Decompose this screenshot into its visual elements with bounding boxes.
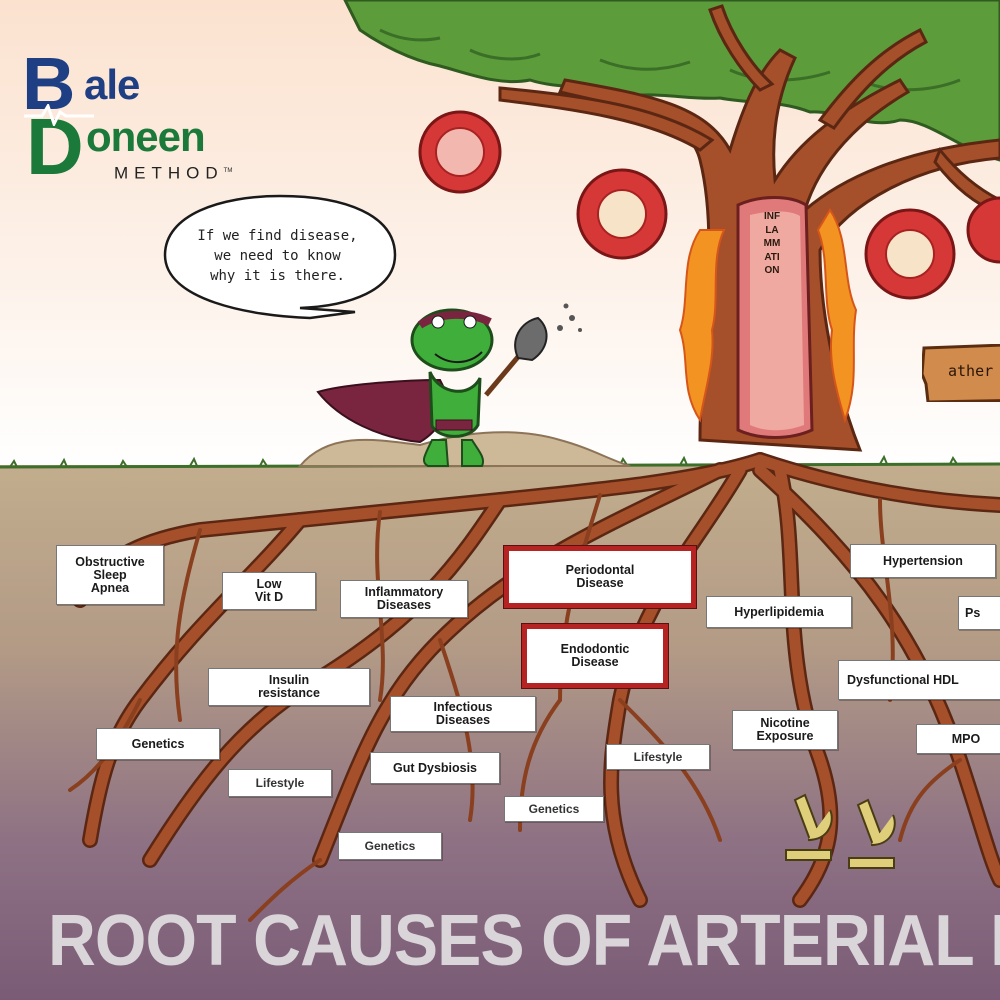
frog-character [316, 303, 582, 467]
label-genetics-3: Genetics [338, 832, 442, 860]
label-hypertension: Hypertension [850, 544, 996, 578]
logo-oneen: oneen [86, 113, 206, 160]
speech-bubble-text: If we find disease, we need to know why … [197, 228, 358, 284]
blood-cells [418, 110, 1000, 300]
tree-canopy [343, 0, 1000, 162]
label-obstructive-sleep-apnea: Obstructive Sleep Apnea [56, 545, 164, 605]
wooden-sign [922, 344, 1000, 402]
label-ps: Ps [958, 596, 1000, 630]
logo-tagline: METHOD [114, 163, 224, 183]
label-nicotine-exposure: Nicotine Exposure [732, 710, 838, 750]
label-dysfunctional-hdl: Dysfunctional HDL [838, 660, 1000, 700]
label-gut-dysbiosis: Gut Dysbiosis [370, 752, 500, 784]
inflammation-label: INFLAMMATION [763, 211, 781, 276]
label-periodontal-disease: Periodontal Disease [504, 546, 696, 608]
label-insulin-resistance: Insulin resistance [208, 668, 370, 706]
label-infectious-diseases: Infectious Diseases [390, 696, 536, 732]
label-hyperlipidemia: Hyperlipidemia [706, 596, 852, 628]
label-genetics-2: Genetics [504, 796, 604, 822]
heartbeat-icon [24, 104, 94, 126]
headline: ROOT CAUSES OF ARTERIAL D [48, 901, 1000, 981]
flames [678, 208, 858, 424]
logo-method: METHODTM [114, 162, 232, 183]
microscope-icons [785, 793, 896, 869]
speech-bubble [163, 194, 397, 320]
label-inflammatory-diseases: Inflammatory Diseases [340, 580, 468, 618]
label-lifestyle-2: Lifestyle [606, 744, 710, 770]
logo-tm: TM [223, 168, 233, 174]
bale-doneen-logo: B ale D oneen METHODTM [22, 47, 292, 187]
label-mpo: MPO [916, 724, 1000, 754]
sign-text: ather [948, 362, 994, 380]
label-low-vit-d: Low Vit D [222, 572, 316, 610]
logo-ale: ale [84, 61, 140, 108]
label-endodontic-disease: Endodontic Disease [522, 624, 668, 688]
label-lifestyle-1: Lifestyle [228, 769, 332, 797]
label-genetics-1: Genetics [96, 728, 220, 760]
